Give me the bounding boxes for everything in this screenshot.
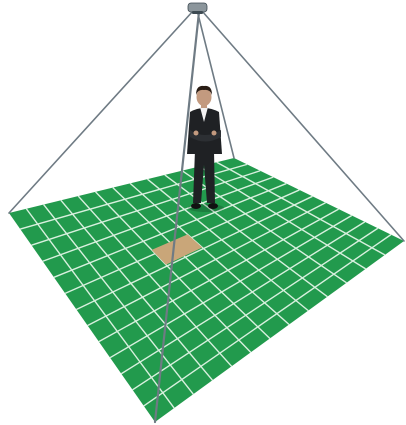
grid-line-u-9 — [164, 174, 328, 298]
grid-line-v-11 — [132, 227, 379, 391]
grid-line-v-9 — [109, 214, 353, 359]
grid-line-u-7 — [129, 182, 290, 326]
grid-line-u-2 — [43, 204, 194, 395]
grid-line-u-12 — [216, 161, 386, 256]
green-floor-plane — [9, 158, 404, 422]
grid-line-u-8 — [147, 178, 309, 312]
grid-line-u-5 — [95, 191, 252, 353]
standing-person-icon — [187, 85, 224, 212]
grid-line-u-1 — [25, 208, 175, 409]
grid-line-u-6 — [112, 187, 271, 339]
grid-line-v-3 — [42, 176, 274, 262]
grid-line-v-4 — [53, 182, 287, 278]
grid-line-u-4 — [77, 195, 233, 367]
support-line-front — [153, 10, 201, 424]
support-line-left — [8, 10, 194, 214]
grid-line-v-8 — [98, 208, 339, 343]
grid-line-v-6 — [76, 195, 313, 311]
support-line-back — [196, 9, 235, 159]
grid-line-v-2 — [31, 170, 261, 246]
center-floor-tile — [151, 234, 203, 265]
grid-line-v-7 — [87, 202, 326, 327]
ceiling-camera-icon — [187, 2, 208, 14]
grid-line-u-3 — [60, 199, 213, 381]
grid-line-v-12 — [143, 234, 392, 407]
grid-line-u-11 — [199, 165, 367, 270]
floor-grid-lines — [20, 161, 392, 409]
support-line-right — [201, 10, 405, 242]
